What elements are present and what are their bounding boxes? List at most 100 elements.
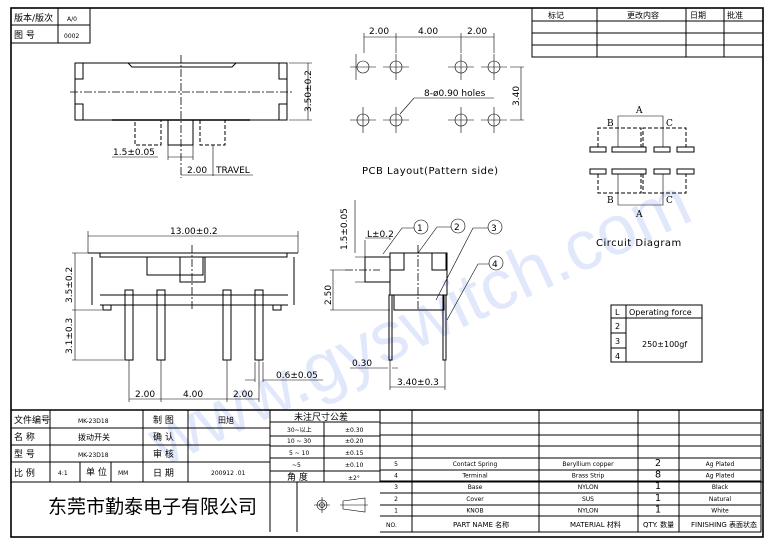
parts-cell-part: Cover [466, 496, 484, 503]
unit-label: 单 位 [86, 466, 107, 478]
scale: 4:1 [58, 470, 68, 477]
parts-header-finish: FINISHING 表面状态 [691, 520, 757, 529]
side-height-dim: 2.50 [324, 285, 334, 305]
circuit-label-c-bottom: C [666, 196, 673, 206]
force-row-4: 4 [615, 352, 620, 361]
top-view: 3.50±0.2 1.5±0.05 2.00 TRAVEL [70, 55, 314, 178]
force-col-l: L [615, 308, 620, 317]
unit: MM [118, 470, 128, 477]
circuit-label-b-top: B [607, 119, 614, 129]
parts-cell-qty: 1 [655, 493, 661, 504]
parts-cell-material: Beryllium copper [562, 461, 614, 468]
circuit-diagram: A B C B C A Circuit Diagram [589, 106, 695, 249]
front-length-dim: 13.00±0.2 [170, 227, 218, 237]
review-label: 审 核 [153, 448, 174, 460]
holes-note: 8-ø0.90 holes [424, 89, 486, 99]
operating-force-table: L Operating force 2 3 4 250±100gf [610, 304, 703, 363]
parts-table-row: 1 KNOB NYLON 1 White [394, 504, 729, 515]
circuit-label-c-top: C [666, 119, 673, 129]
drawing-border [10, 7, 764, 538]
callout-2: 2 [454, 223, 460, 233]
angle-tol: ±2° [348, 475, 360, 482]
parts-cell-qty: 8 [655, 470, 661, 481]
parts-cell-no: 4 [394, 473, 398, 480]
pcb-dim-2: 4.00 [418, 27, 438, 37]
tol-range-3: 5 ~ 10 [289, 450, 309, 457]
parts-cell-finish: Natural [709, 496, 731, 503]
parts-cell-material: NYLON [578, 507, 599, 514]
parts-cell-no: 1 [394, 507, 398, 514]
circuit-label-b-bottom: B [607, 196, 614, 206]
pcb-row-dim: 3.40 [512, 86, 522, 106]
date: 200912 .01 [211, 470, 246, 477]
front-view: 13.00±0.2 3.5±0.2 3.1±0.3 2.00 4.00 2.00… [65, 227, 323, 402]
version-block: 版本/版次 A/0 图 号 0002 [10, 7, 91, 44]
rev-header-mark: 标记 [548, 10, 564, 20]
parts-cell-part: Base [468, 484, 483, 491]
tol-value-4: ±0.10 [345, 462, 364, 469]
model-label: 型 号 [14, 449, 35, 460]
pcb-layout: 2.00 4.00 2.00 3.40 8-ø0.90 holes PCB La… [350, 27, 524, 177]
callout-3: 3 [491, 224, 497, 234]
force-row-2: 2 [615, 322, 620, 331]
parts-cell-qty: 1 [655, 504, 661, 515]
parts-cell-material: SUS [582, 496, 594, 503]
parts-cell-part: KNOB [466, 507, 483, 514]
side-pin-span-dim: 3.40±0.3 [397, 378, 439, 388]
revision-table: 标记 更改内容 日期 批准 [531, 7, 764, 58]
drawn-by: 田旭 [218, 415, 234, 425]
parts-header-part: PART NAME 名称 [453, 520, 509, 529]
name-label: 名 称 [14, 431, 35, 443]
drawing-no-label: 图 号 [14, 30, 35, 41]
file-no-label: 文件编号 [14, 414, 50, 426]
parts-table-row: 2 Cover SUS 1 Natural [394, 493, 731, 504]
parts-cell-finish: White [711, 507, 729, 514]
drawing-no-value: 0002 [64, 33, 79, 40]
parts-header-qty: QTY. 数量 [643, 520, 674, 529]
front-pin-width-dim: 0.6±0.05 [276, 371, 318, 381]
parts-cell-part: Contact Spring [453, 461, 498, 468]
callout-4: 4 [492, 260, 498, 270]
version-value: A/0 [67, 16, 77, 23]
parts-cell-qty: 2 [655, 458, 661, 469]
parts-cell-part: Terminal [461, 473, 488, 480]
tol-range-2: 10 ~ 30 [287, 438, 311, 445]
force-col-force: Operating force [629, 308, 692, 317]
pcb-dim-1: 2.00 [369, 27, 389, 37]
parts-cell-finish: Ag Plated [706, 473, 735, 480]
scale-label: 比 例 [14, 467, 35, 479]
force-row-3: 3 [615, 337, 620, 346]
file-no: MK-23D18 [78, 418, 109, 425]
front-pitch-dim-3: 2.00 [233, 390, 253, 400]
top-width-dim: 1.5±0.05 [113, 148, 155, 158]
tol-value-2: ±0.20 [345, 438, 364, 445]
parts-cell-material: NYLON [578, 484, 599, 491]
circuit-diagram-title: Circuit Diagram [596, 238, 682, 249]
parts-cell-finish: Ag Plated [706, 461, 735, 468]
parts-header-material: MATERIAL 材料 [570, 520, 621, 529]
parts-table-row: 3 Base NYLON 1 Black [394, 481, 729, 492]
parts-cell-no: 3 [394, 484, 398, 491]
travel-dim: 2.00 [187, 166, 207, 176]
angle-label: 角 度 [287, 471, 308, 483]
tol-range-1: 30~以上 [287, 426, 312, 434]
tolerance-title: 未注尺寸公差 [294, 411, 348, 423]
parts-cell-qty: 1 [655, 481, 661, 492]
tol-value-3: ±0.15 [345, 450, 364, 457]
side-thickness-dim: 0.30 [352, 359, 372, 369]
tol-range-4: ~5 [292, 462, 301, 469]
parts-cell-finish: Black [712, 484, 729, 491]
knob-length-dim: L±0.2 [367, 230, 394, 240]
force-value: 250±100gf [642, 340, 687, 349]
travel-label: TRAVEL [215, 166, 250, 176]
confirm-label: 确 认 [153, 431, 174, 443]
parts-header-no: NO. [386, 522, 397, 529]
parts-cell-no: 2 [394, 496, 398, 503]
front-pitch-dim-2: 4.00 [183, 390, 203, 400]
pcb-dim-3: 2.00 [467, 27, 487, 37]
company-name: 东莞市勤泰电子有限公司 [48, 496, 257, 518]
